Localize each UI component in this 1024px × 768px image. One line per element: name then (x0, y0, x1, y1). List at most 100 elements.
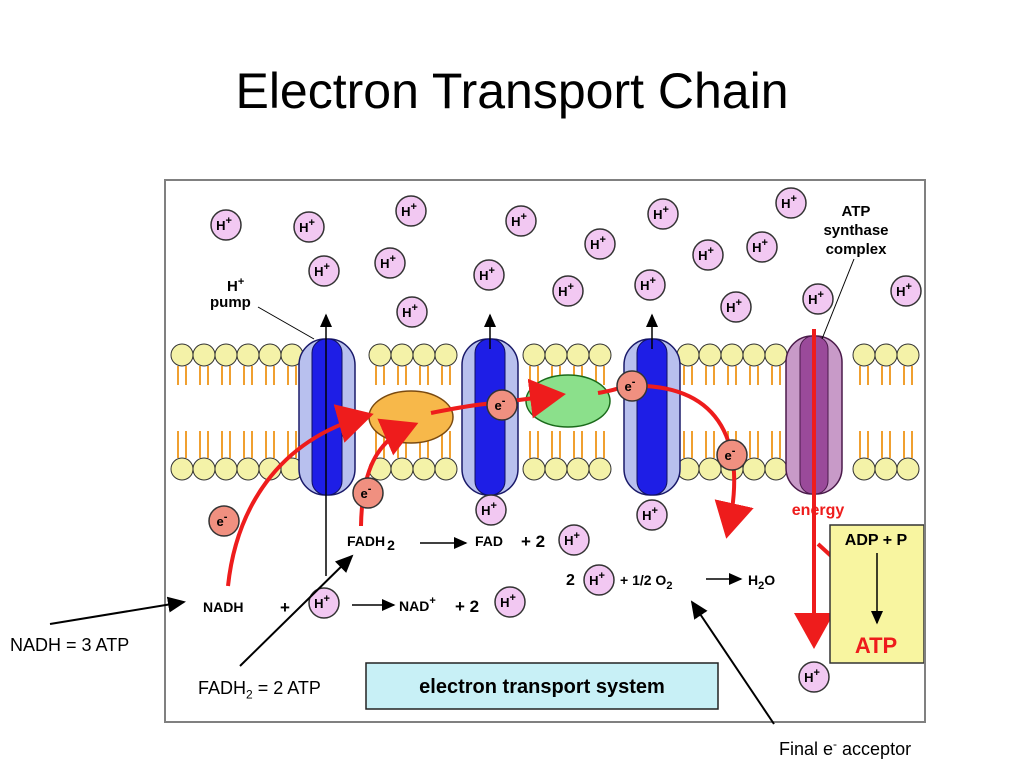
electron-marker: e- (716, 439, 748, 471)
svg-text:H+: H+ (314, 261, 330, 279)
proton-marker: H+ (552, 275, 584, 307)
proton-marker: H+ (308, 255, 340, 287)
proton-marker: H+ (802, 283, 834, 315)
etc-diagram: e-e-e-e-e- H+H+H+H+H+H+H+H+H+H+H+H+H+H+H… (164, 179, 926, 723)
membrane-head (412, 343, 436, 367)
proton-marker: H+ (505, 205, 537, 237)
svg-text:H+: H+ (804, 667, 820, 685)
proton-marker: H+ (475, 494, 507, 526)
proton-marker: H+ (636, 499, 668, 531)
electron-set: e-e-e-e-e- (208, 370, 748, 537)
membrane-head (192, 343, 216, 367)
membrane-head (852, 457, 876, 481)
proton-marker: H+ (798, 661, 830, 693)
svg-text:H+: H+ (726, 297, 742, 315)
electron-transport-system-label: electron transport system (419, 676, 665, 698)
membrane-head (720, 343, 744, 367)
membrane-head (566, 457, 590, 481)
energy-label: energy (792, 502, 845, 519)
membrane-head (214, 343, 238, 367)
svg-text:H+: H+ (299, 217, 315, 235)
membrane-head (522, 343, 546, 367)
atp-synthase-label-3: complex (826, 241, 888, 258)
svg-text:H+: H+ (590, 234, 606, 252)
membrane-head (588, 343, 612, 367)
membrane-head (390, 457, 414, 481)
svg-text:H+: H+ (781, 193, 797, 211)
membrane-head (214, 457, 238, 481)
membrane-head (412, 457, 436, 481)
proton-marker: H+ (396, 296, 428, 328)
svg-text:H+: H+ (216, 215, 232, 233)
svg-text:H+: H+ (401, 201, 417, 219)
svg-text:H+: H+ (380, 253, 396, 271)
svg-text:e-: e- (725, 445, 736, 463)
green-complex (525, 374, 611, 428)
proton-marker: H+ (374, 247, 406, 279)
pump-up-arrows (320, 313, 658, 576)
svg-text:H+: H+ (564, 530, 580, 548)
svg-text:H+: H+ (808, 289, 824, 307)
membrane-head (896, 457, 920, 481)
membrane-head (852, 343, 876, 367)
h-pump-label: pump (210, 294, 251, 311)
svg-text:H+: H+ (653, 204, 669, 222)
proton-marker: H+ (308, 587, 340, 619)
proton-set: H+ H+ H+ H+ H+ H+ H+ H+ H+ H+ H+ H+ H+ H+ H+ H+ H+ H+ H+ H+… (210, 187, 922, 693)
proton-pump-3 (623, 338, 681, 496)
membrane-head (764, 343, 788, 367)
membrane-head (566, 343, 590, 367)
adp-p-label: ADP + P (845, 532, 908, 549)
proton-marker: H+ (473, 259, 505, 291)
proton-marker: H+ (692, 239, 724, 271)
membrane-head (522, 457, 546, 481)
svg-text:e-: e- (495, 395, 506, 413)
membrane-head (544, 343, 568, 367)
svg-text:H+: H+ (896, 281, 912, 299)
electron-marker: e- (616, 370, 648, 402)
membrane-head (258, 343, 282, 367)
h-pump-label-h: H+ (227, 276, 244, 295)
membrane-head (588, 457, 612, 481)
orange-complex (368, 390, 454, 444)
membrane-head (192, 457, 216, 481)
nadh-text: NADH (203, 599, 243, 615)
svg-text:H+: H+ (479, 265, 495, 283)
proton-marker: H+ (746, 231, 778, 263)
membrane-head (236, 457, 260, 481)
proton-marker: H+ (583, 564, 615, 596)
electron-marker: e- (486, 389, 518, 421)
electron-marker: e- (208, 505, 240, 537)
fad-text: FAD (475, 533, 503, 549)
electron-marker: e- (352, 477, 384, 509)
membrane-head (368, 343, 392, 367)
proton-marker: H+ (890, 275, 922, 307)
proton-marker: H+ (558, 524, 590, 556)
membrane-head (698, 343, 722, 367)
proton-marker: H+ (647, 198, 679, 230)
fad-plus-2: + 2 (521, 532, 545, 551)
atp-box: ADP + P ATP (829, 524, 924, 664)
svg-text:H+: H+ (589, 570, 605, 588)
proton-marker: H+ (720, 291, 752, 323)
nad-text: NAD+ (399, 595, 436, 614)
atp-synthase-leader (821, 258, 855, 340)
membrane-head (742, 343, 766, 367)
proton-marker: H+ (293, 211, 325, 243)
svg-text:H+: H+ (640, 275, 656, 293)
water-text: H2O (748, 572, 775, 592)
proton-marker: H+ (494, 586, 526, 618)
oxygen-reaction: 2 + 1/2 O2 H2O (566, 572, 775, 592)
svg-text:H+: H+ (511, 211, 527, 229)
nadh-plus: + (280, 598, 290, 617)
svg-text:e-: e- (625, 376, 636, 394)
atp-synthase-label-2: synthase (823, 222, 888, 239)
membrane-head (896, 343, 920, 367)
atp-synthase-label-1: ATP (842, 203, 871, 220)
proton-marker: H+ (395, 195, 427, 227)
proton-marker: H+ (584, 228, 616, 260)
svg-text:e-: e- (361, 483, 372, 501)
membrane-head (874, 343, 898, 367)
